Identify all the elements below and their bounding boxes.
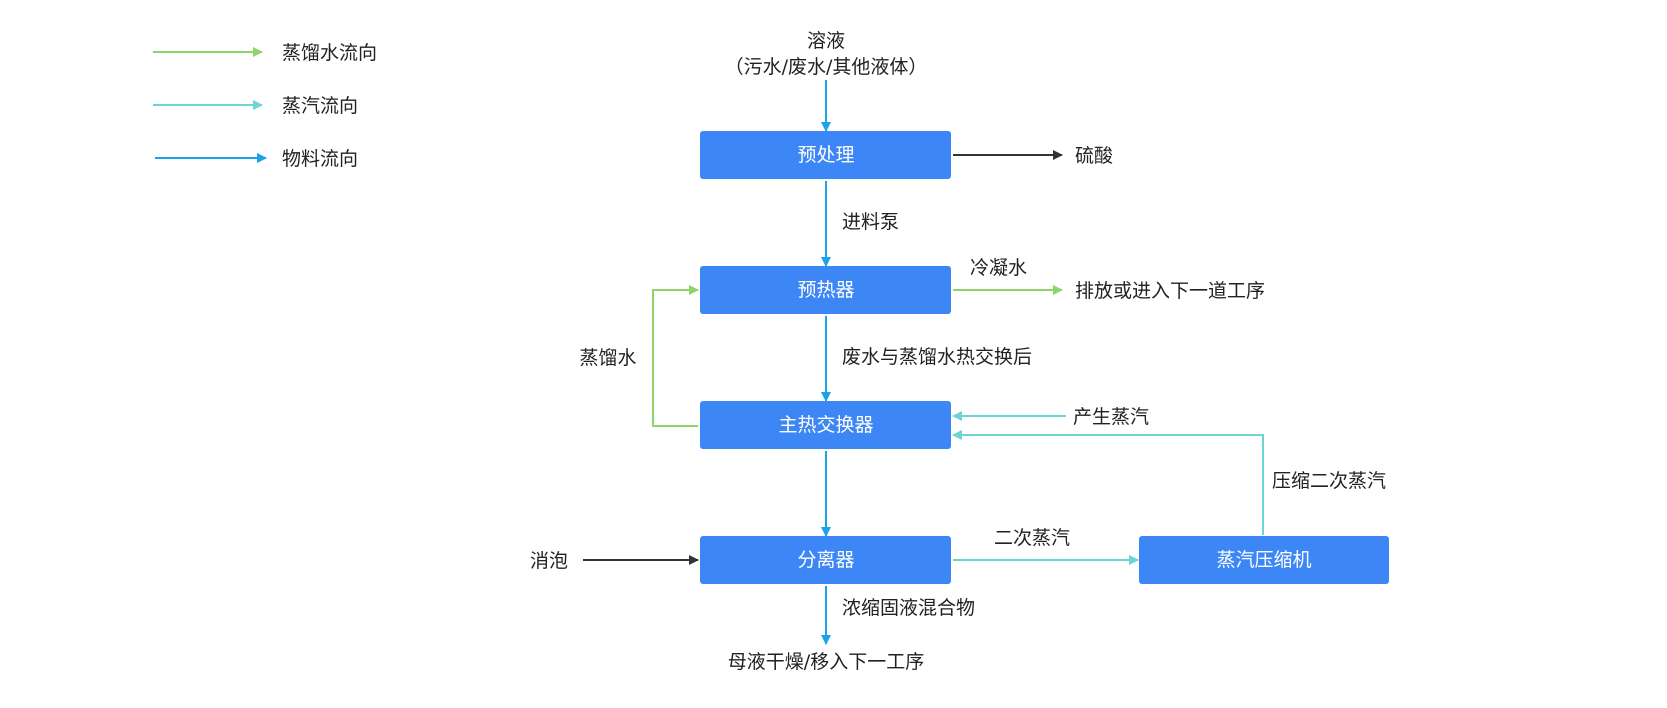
node-separator-label: 分离器 <box>797 549 854 571</box>
node-compressor: 蒸汽压缩机 <box>1139 536 1389 584</box>
input-title: 溶液 <box>807 30 845 52</box>
defoam-label: 消泡 <box>530 550 568 572</box>
legend-material-label: 物料流向 <box>282 148 358 170</box>
node-pretreatment: 预处理 <box>700 131 951 179</box>
mother-liquor-label: 母液干燥/移入下一工序 <box>728 651 924 673</box>
after-exchange-label: 废水与蒸馏水热交换后 <box>842 346 1032 368</box>
node-main-exchanger-label: 主热交换器 <box>778 414 873 436</box>
node-compressor-box <box>1139 536 1389 584</box>
node-separator: 分离器 <box>700 536 951 584</box>
node-pretreatment-label: 预处理 <box>797 144 854 166</box>
secondary-steam-label: 二次蒸汽 <box>994 527 1070 549</box>
generated-steam-label: 产生蒸汽 <box>1073 406 1149 428</box>
node-pretreatment-box <box>700 131 951 179</box>
node-preheater-box <box>700 266 951 314</box>
node-preheater-label: 预热器 <box>797 279 854 301</box>
legend-distilled-water-label: 蒸馏水流向 <box>282 42 377 64</box>
node-main-exchanger-box <box>700 401 951 449</box>
condensate-label: 冷凝水 <box>970 257 1027 279</box>
compressed-steam-arrow <box>952 430 1264 535</box>
node-main-exchanger: 主热交换器 <box>700 401 951 449</box>
node-compressor-label: 蒸汽压缩机 <box>1216 549 1311 571</box>
concentrate-label: 浓缩固液混合物 <box>842 597 975 619</box>
compressed-steam-label: 压缩二次蒸汽 <box>1272 470 1386 492</box>
legend: 蒸馏水流向 蒸汽流向 物料流向 <box>153 42 377 170</box>
distilled-water-return-label: 蒸馏水 <box>579 347 636 369</box>
legend-steam-label: 蒸汽流向 <box>282 95 358 117</box>
input-subtitle: （污水/废水/其他液体） <box>725 56 928 78</box>
sulfuric-acid-label: 硫酸 <box>1075 145 1113 167</box>
node-preheater: 预热器 <box>700 266 951 314</box>
distilled-water-return-arrow <box>652 285 699 427</box>
feed-pump-label: 进料泵 <box>842 211 899 233</box>
node-separator-box <box>700 536 951 584</box>
discharge-label: 排放或进入下一道工序 <box>1075 280 1265 302</box>
